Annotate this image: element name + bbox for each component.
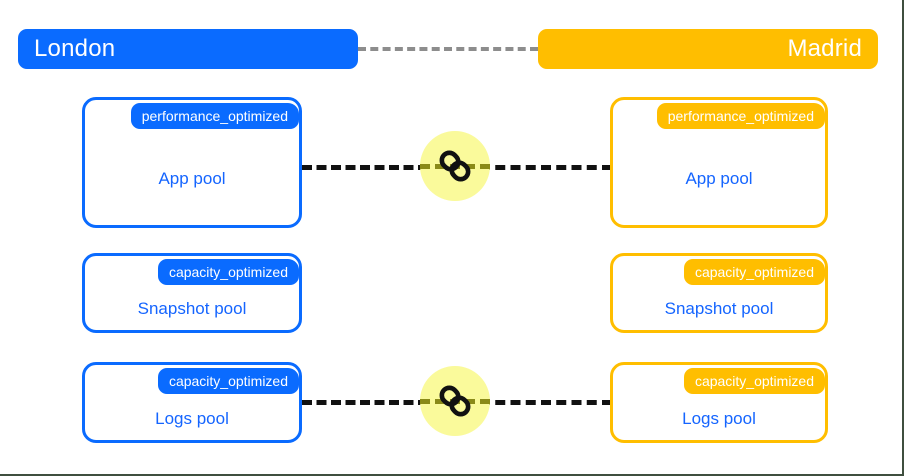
link-node-logs-pool[interactable] — [420, 366, 490, 436]
pool-name-london-snapshot: Snapshot pool — [137, 299, 247, 318]
region-label-london: London — [34, 35, 116, 62]
pool-badge-london-app: performance_optimized — [130, 103, 299, 129]
pool-badge-madrid-snapshot: capacity_optimized — [683, 259, 825, 285]
chain-link-icon — [439, 385, 471, 417]
pool-card-madrid-snapshot[interactable]: capacity_optimized Snapshot pool — [610, 253, 828, 333]
pool-name-london-app: App pool — [158, 169, 226, 188]
pool-card-london-snapshot[interactable]: capacity_optimized Snapshot pool — [82, 253, 302, 333]
region-connector-dashed-line — [358, 47, 538, 51]
pool-card-london-logs[interactable]: capacity_optimized Logs pool — [82, 362, 302, 443]
pool-name-madrid-logs: Logs pool — [682, 409, 756, 428]
pool-badge-london-snapshot: capacity_optimized — [157, 259, 299, 285]
pool-connector-app-left — [302, 165, 428, 170]
region-bar-london[interactable]: London — [18, 29, 358, 69]
region-bar-madrid[interactable]: Madrid — [538, 29, 878, 69]
pool-connector-logs-right — [480, 400, 612, 405]
pool-name-london-logs: Logs pool — [155, 409, 229, 428]
pool-card-madrid-app[interactable]: performance_optimized App pool — [610, 97, 828, 228]
pool-name-madrid-snapshot: Snapshot pool — [664, 299, 774, 318]
chain-link-icon — [439, 150, 471, 182]
pool-card-madrid-logs[interactable]: capacity_optimized Logs pool — [610, 362, 828, 443]
pool-connector-logs-left — [302, 400, 428, 405]
region-label-madrid: Madrid — [787, 35, 862, 62]
pool-badge-london-logs: capacity_optimized — [157, 368, 299, 394]
link-node-app-pool[interactable] — [420, 131, 490, 201]
pool-badge-madrid-app: performance_optimized — [656, 103, 825, 129]
pool-connector-app-right — [480, 165, 612, 170]
pool-card-london-app[interactable]: performance_optimized App pool — [82, 97, 302, 228]
pool-badge-madrid-logs: capacity_optimized — [683, 368, 825, 394]
pool-name-madrid-app: App pool — [685, 169, 753, 188]
